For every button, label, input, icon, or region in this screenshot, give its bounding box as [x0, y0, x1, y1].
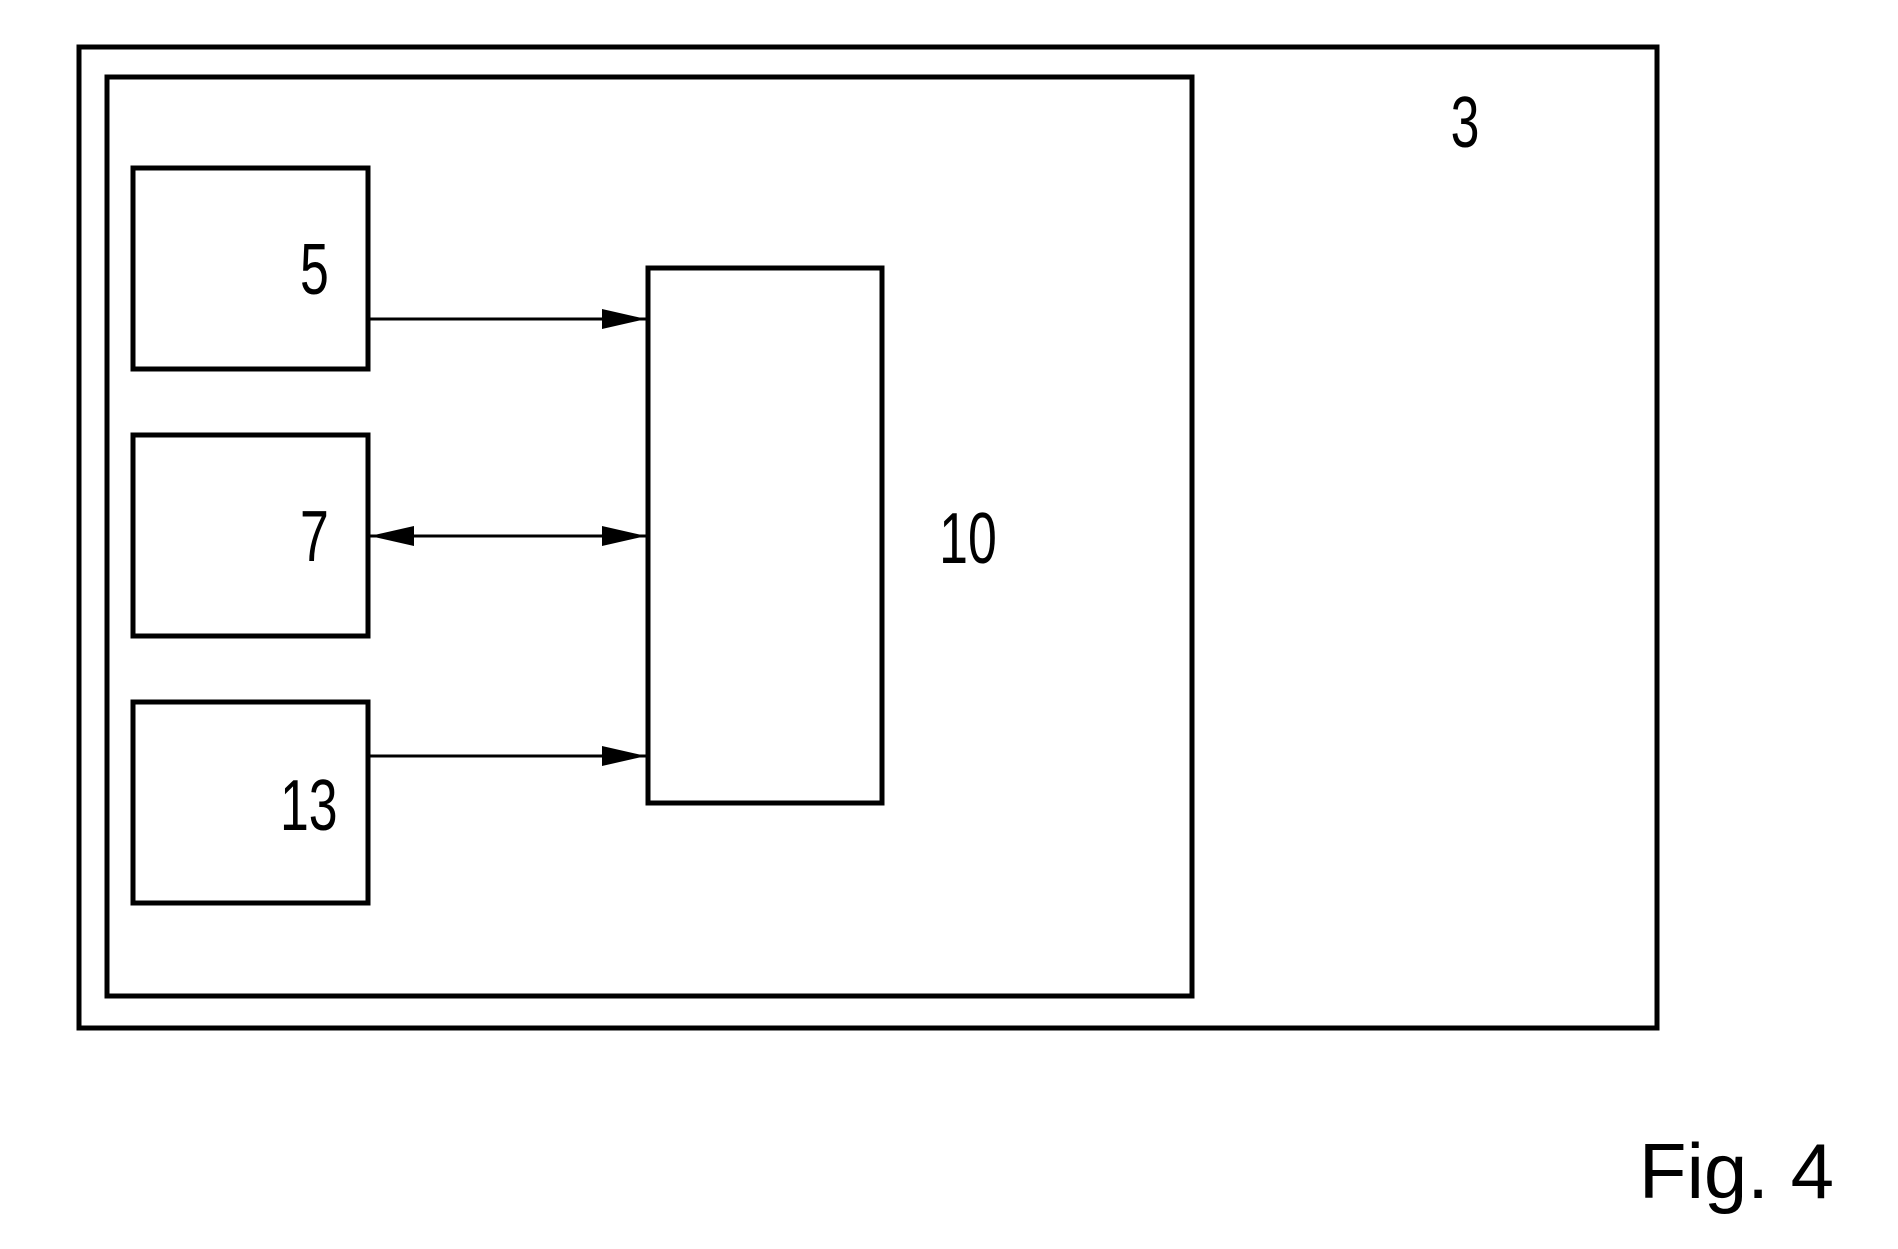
block-5 — [130, 165, 371, 372]
figure-caption: Fig. 4 — [1639, 1127, 1834, 1215]
block-7 — [130, 432, 371, 639]
outer-system-box — [76, 44, 1660, 1031]
block-13-label: 13 — [280, 766, 338, 846]
inner-device-label: 3 — [1451, 83, 1480, 163]
block-10-label: 10 — [939, 499, 997, 579]
inner-device-box — [104, 74, 1195, 999]
block-13 — [130, 699, 371, 906]
block-7-label: 7 — [300, 497, 329, 577]
block-5-label: 5 — [300, 230, 329, 310]
block-10 — [645, 265, 885, 806]
